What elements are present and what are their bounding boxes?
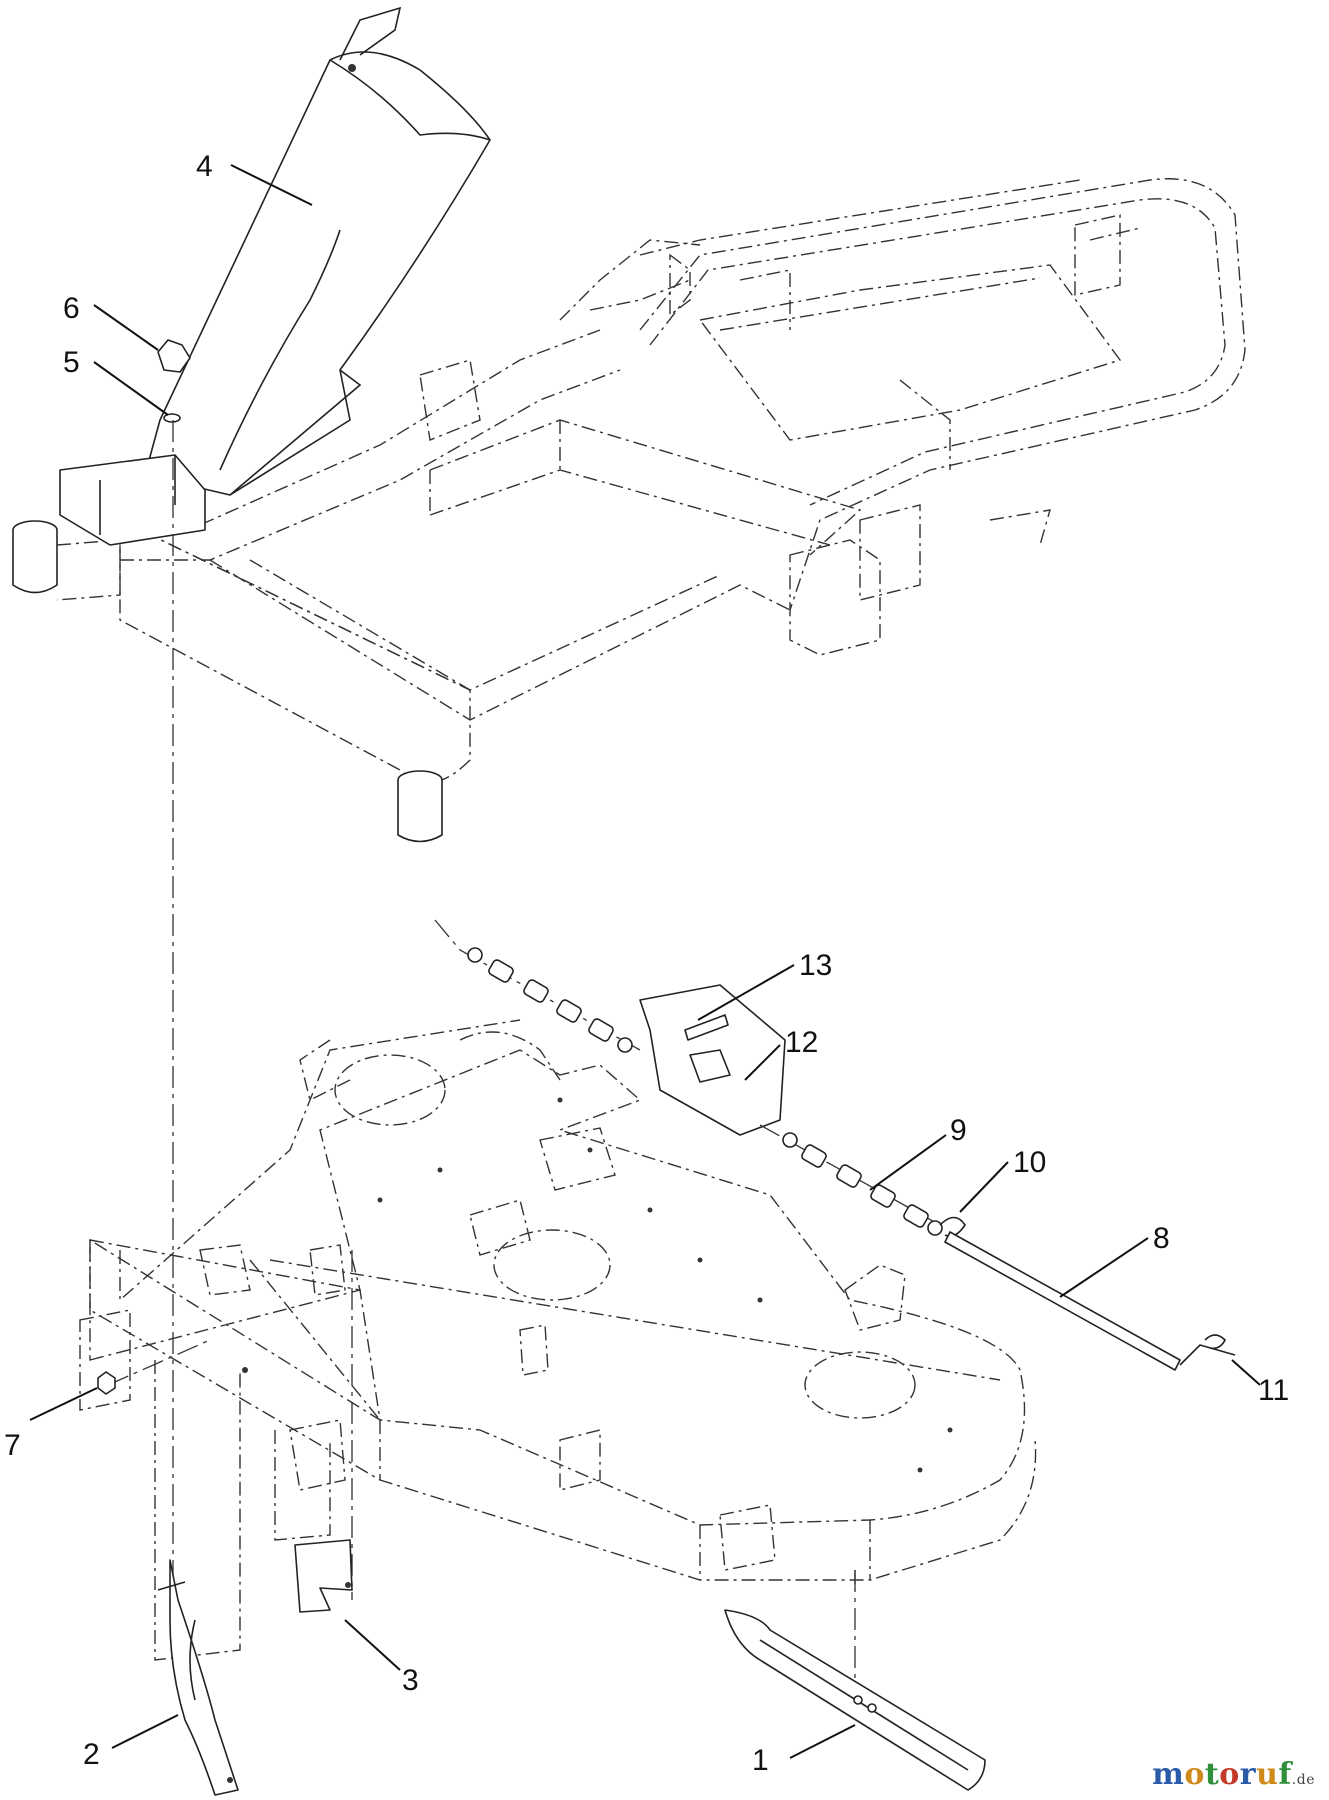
logo-suffix: .de — [1291, 1772, 1315, 1788]
logo-letter-o2: o — [1219, 1757, 1240, 1792]
discharge-chute — [59, 6, 491, 546]
deflector-plate — [639, 984, 786, 1136]
callout-8: 8 — [1153, 1222, 1170, 1255]
logo-letter-m: m — [1152, 1757, 1185, 1792]
callout-3: 3 — [402, 1664, 419, 1697]
rod — [944, 1231, 1236, 1371]
logo-letter-o: o — [1184, 1757, 1205, 1792]
callout-10: 10 — [1013, 1146, 1046, 1179]
nut — [97, 1339, 211, 1395]
logo-letter-t: t — [1204, 1757, 1220, 1792]
callout-1: 1 — [752, 1744, 769, 1777]
callout-2: 2 — [83, 1738, 100, 1771]
roller-assembly-lower — [759, 1124, 966, 1238]
blade — [724, 1609, 986, 1791]
baffle — [294, 1539, 353, 1613]
callout-12: 12 — [785, 1026, 818, 1059]
logo-letter-u: u — [1256, 1757, 1279, 1792]
logo-letter-r: r — [1239, 1757, 1257, 1792]
callout-11: 11 — [1258, 1374, 1289, 1407]
mower-deck — [79, 1019, 1037, 1661]
callout-9: 9 — [950, 1114, 967, 1147]
roller-assembly-upper — [434, 919, 641, 1053]
callout-7: 7 — [4, 1429, 21, 1462]
callout-leaders — [29, 164, 1261, 1759]
callout-6: 6 — [63, 292, 80, 325]
callout-numbers: 4 6 5 7 13 12 9 10 8 11 3 2 1 — [4, 150, 1289, 1777]
motoruf-logo: motoruf.de — [1152, 1757, 1315, 1792]
callout-4: 4 — [196, 150, 213, 183]
callout-5: 5 — [63, 346, 80, 379]
tractor-frame — [12, 178, 1246, 843]
knob-and-washer — [157, 339, 191, 423]
callout-13: 13 — [799, 949, 832, 982]
logo-letter-f: f — [1278, 1757, 1292, 1792]
deflector — [157, 1559, 239, 1796]
